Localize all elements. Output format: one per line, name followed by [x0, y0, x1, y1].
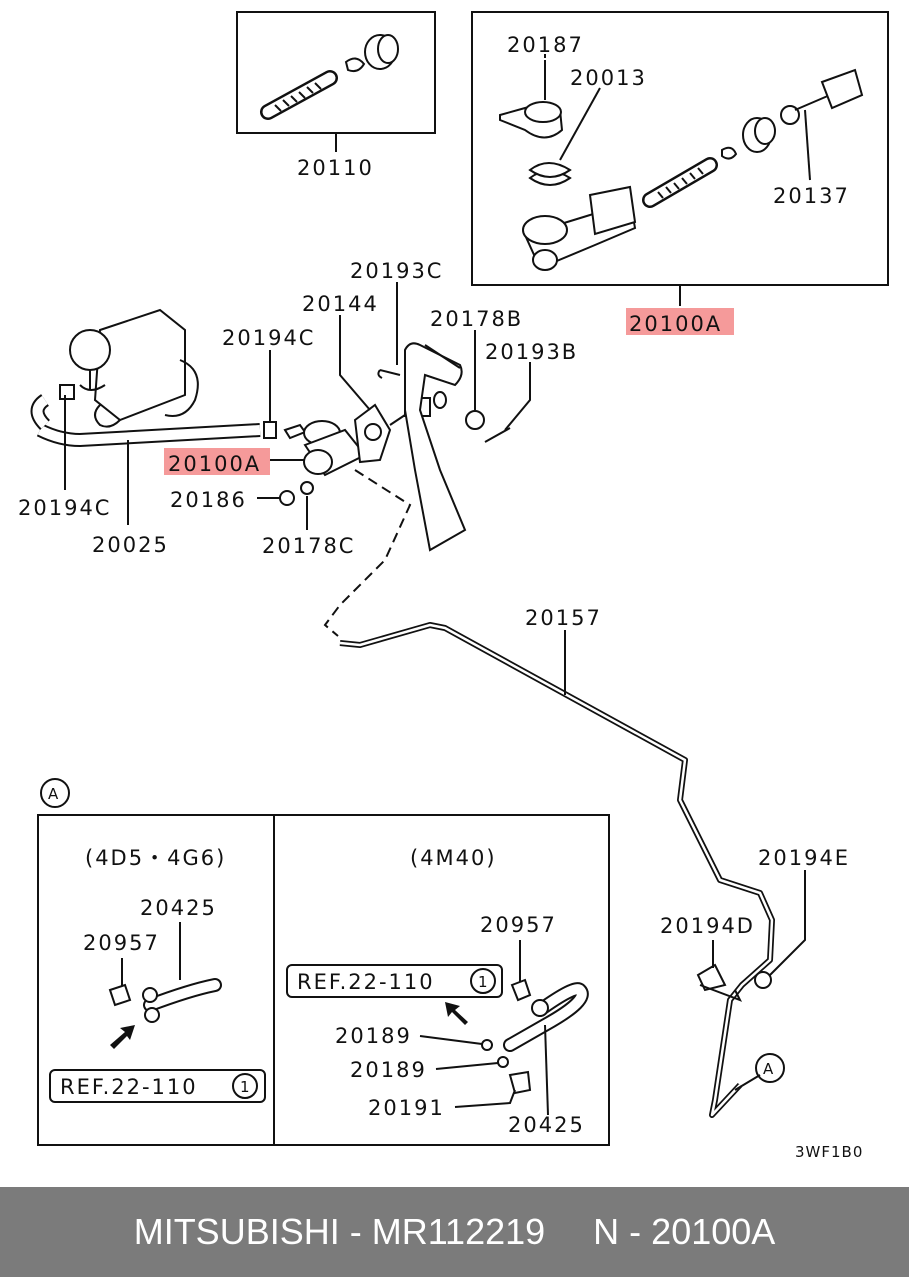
detail-right-20191: 20191 [368, 1096, 445, 1120]
detail-right-20189b: 20189 [350, 1058, 427, 1082]
highlight-20100A-top [626, 308, 734, 335]
label-20194E: 20194E [758, 846, 850, 870]
label-20194C-left: 20194C [18, 496, 111, 520]
label-20144: 20144 [302, 292, 379, 316]
detail-left-20425: 20425 [140, 896, 217, 920]
label-20013: 20013 [570, 66, 647, 90]
detail-left-title: (4D5・4G6) [85, 846, 226, 870]
detail-right-title: (4M40) [410, 846, 497, 870]
arrow-right-detail [445, 1002, 468, 1025]
hose-20110 [260, 34, 399, 120]
footer-sep2: - [619, 1211, 652, 1252]
label-20193C: 20193C [350, 259, 443, 283]
label-20194C-top: 20194C [222, 326, 315, 350]
ref-left-num: 1 [240, 1078, 251, 1096]
diagram-code: 3WF1B0 [795, 1143, 863, 1161]
dashed-link [323, 469, 412, 637]
footer-group-code: 20100A [651, 1211, 776, 1252]
highlight-20100A-mid [164, 448, 270, 475]
footer-sep1: - [339, 1211, 372, 1252]
label-20100A-top: 20100A [629, 312, 722, 336]
detail-left-20957: 20957 [83, 931, 160, 955]
callout-A-detail-text: A [48, 785, 59, 803]
ref-box-left [49, 1069, 266, 1103]
label-20187: 20187 [507, 33, 584, 57]
footer-group-prefix: N [593, 1211, 620, 1252]
label-20025: 20025 [92, 533, 169, 557]
callout-A-pipe [755, 1053, 785, 1083]
ref-left-text: REF.22-110 [60, 1075, 198, 1099]
label-20193B: 20193B [485, 340, 578, 364]
label-20186: 20186 [170, 488, 247, 512]
detail-A-box [37, 814, 610, 1146]
detail-right-20425: 20425 [508, 1113, 585, 1137]
hose-4D5 [108, 978, 222, 1023]
reservoir-hose-20025 [30, 384, 277, 448]
footer-bar: MITSUBISHI - MR112219 N - 20100A [0, 1187, 909, 1277]
callout-A-detail [40, 778, 70, 808]
callout-A-pipe-text: A [763, 1060, 774, 1078]
clutch-pedal [404, 342, 467, 552]
ref-right-num: 1 [478, 973, 489, 991]
hose-4M40 [481, 978, 589, 1095]
detail-right-20189a: 20189 [335, 1024, 412, 1048]
label-20137: 20137 [773, 184, 850, 208]
label-20157: 20157 [525, 606, 602, 630]
footer-part-number: MR112219 [371, 1211, 546, 1252]
ref-box-right [286, 964, 503, 998]
ref-right-text: REF.22-110 [297, 970, 435, 994]
detail-right-20957: 20957 [480, 913, 557, 937]
reservoir-tank [69, 308, 199, 428]
label-20178B: 20178B [430, 307, 523, 331]
label-20194D: 20194D [660, 914, 755, 938]
label-20110: 20110 [297, 156, 374, 180]
label-20100A-mid: 20100A [168, 452, 261, 476]
parts-diagram: 20110 20187 20013 20137 20100A [18, 11, 889, 1161]
master-cylinder-exploded [499, 60, 864, 271]
arrow-left-detail [110, 1025, 135, 1049]
label-20178C: 20178C [262, 534, 355, 558]
footer-brand: MITSUBISHI [133, 1211, 340, 1252]
